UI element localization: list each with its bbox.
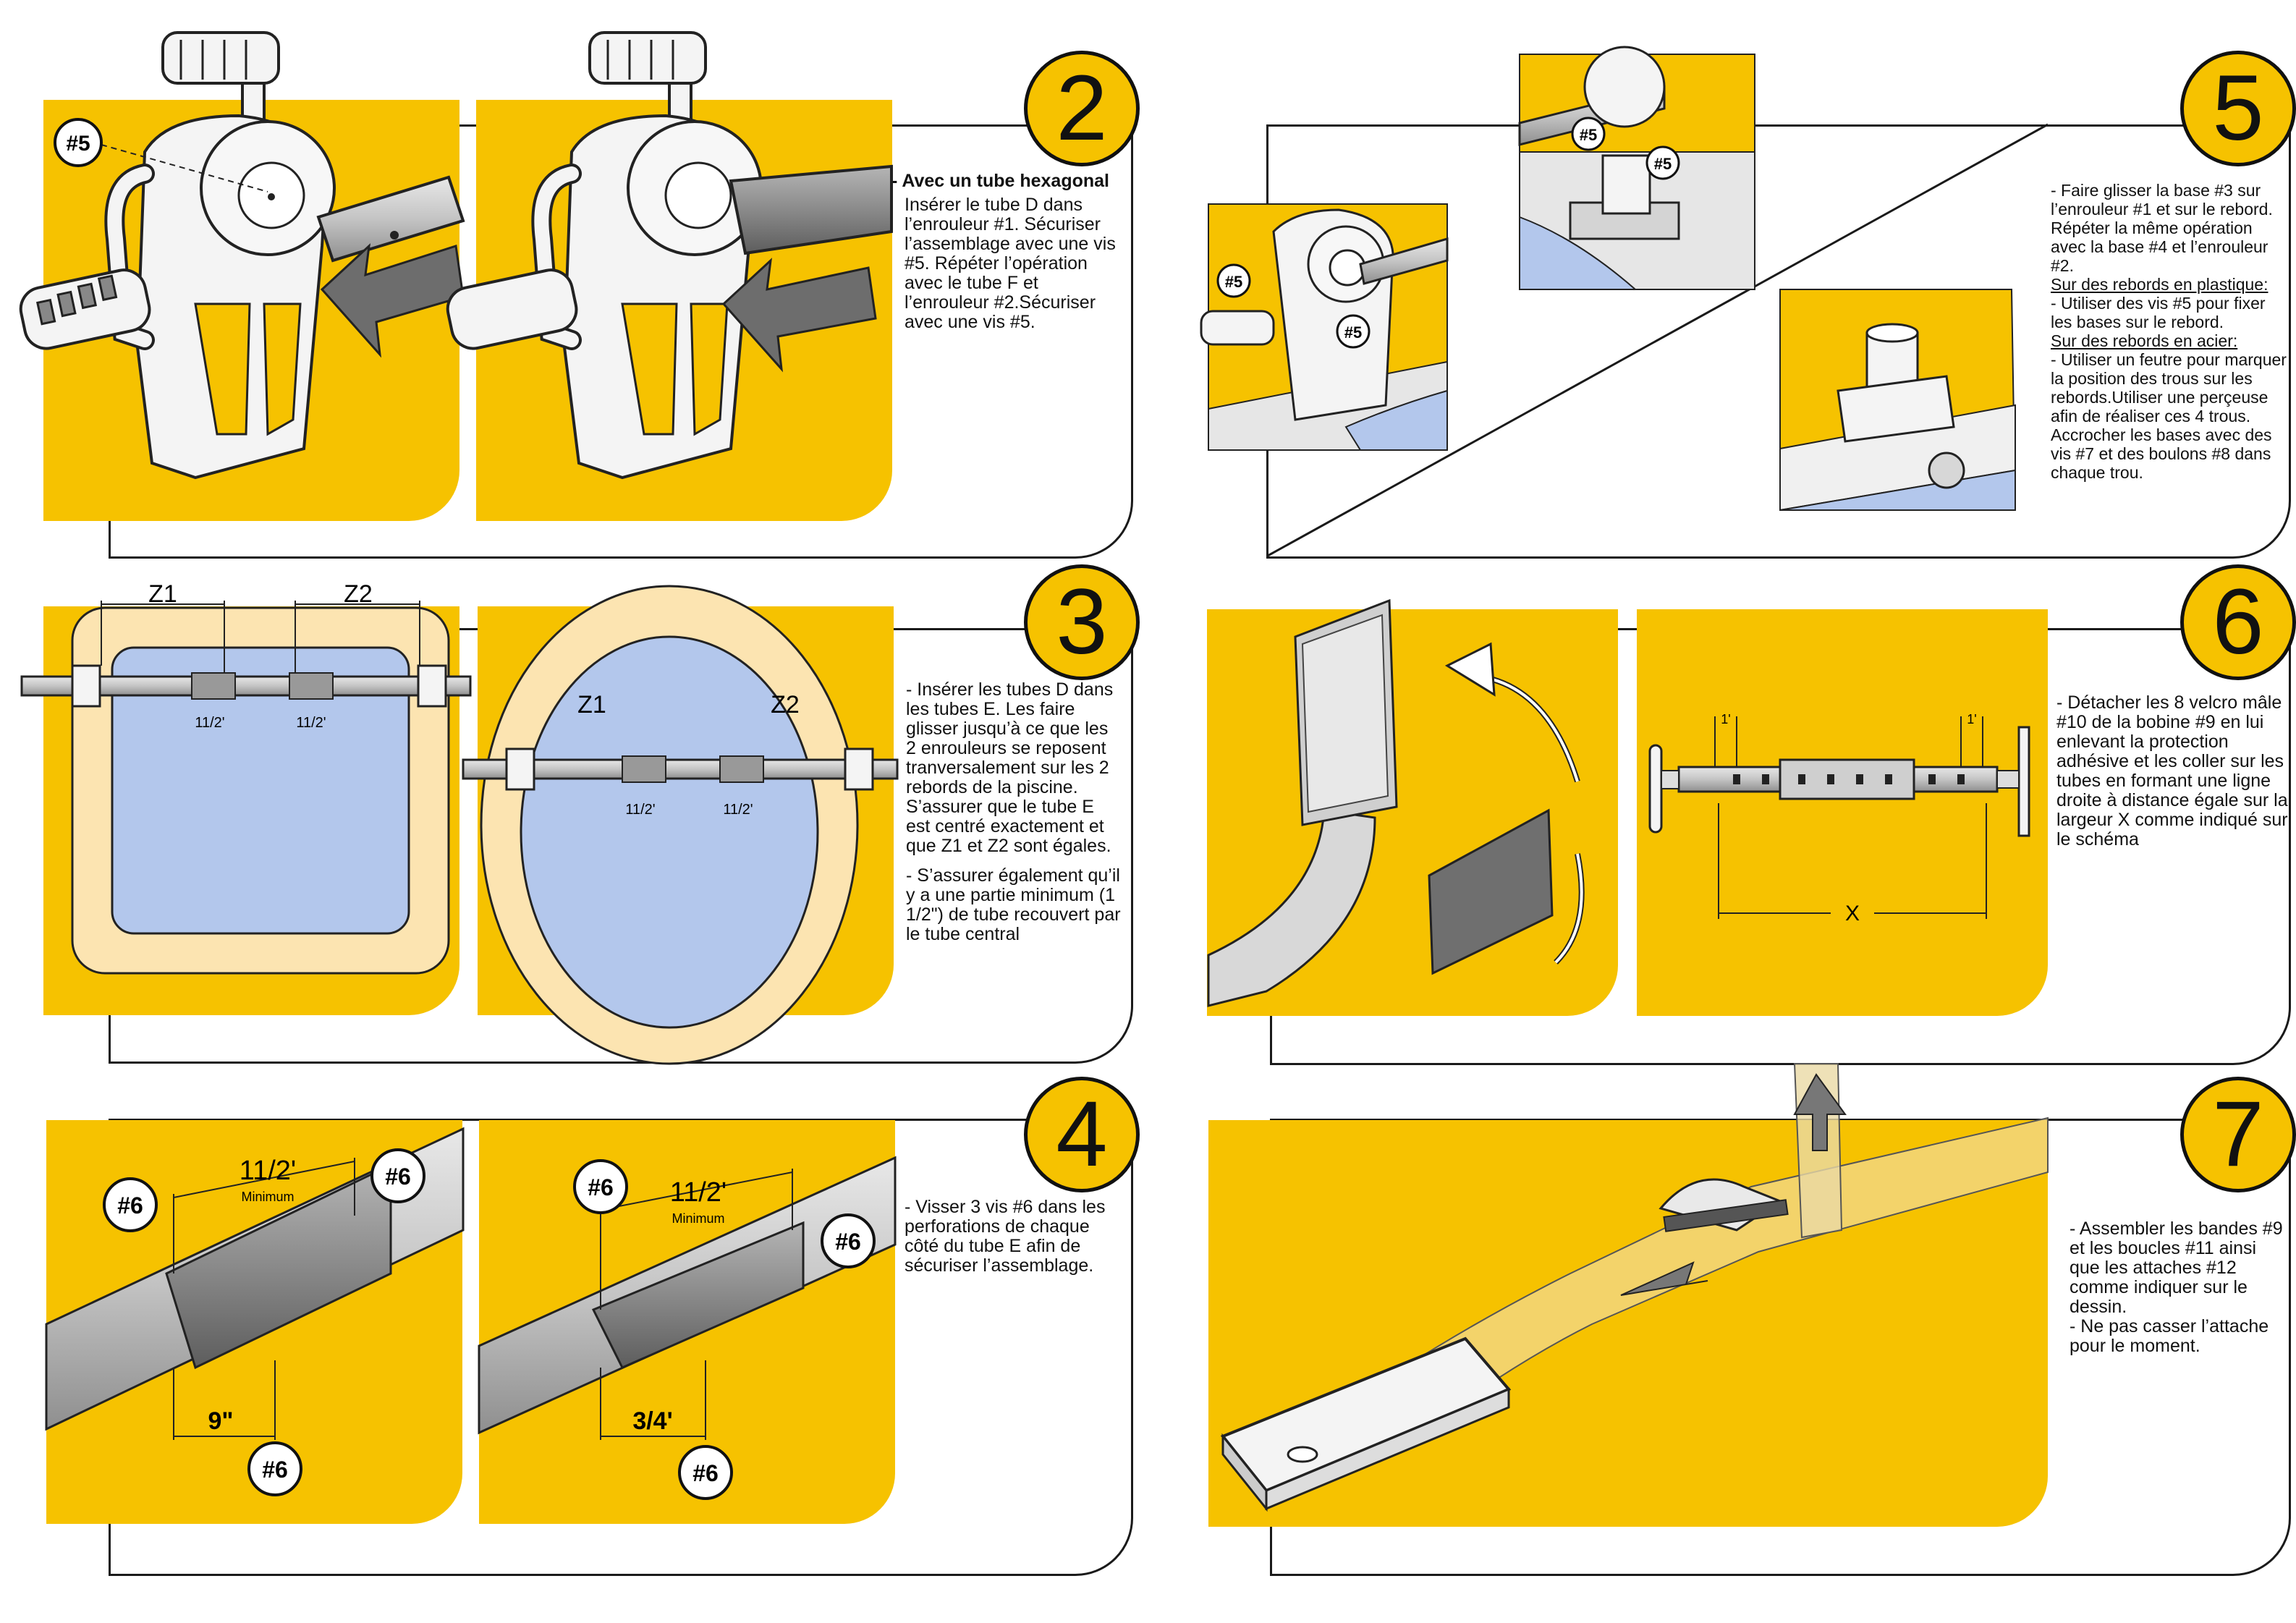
step-5-number: 5 (2180, 51, 2296, 166)
step-3-paragraph-1: - Insérer les tubes D dans les tubes E. … (906, 679, 1114, 856)
step-4-left-label-length: 9" (208, 1407, 233, 1435)
step-5-left-inset: #5 #5 (1200, 203, 1449, 451)
step-6-instructions: - Détacher les 8 velcro mâle #10 de la b… (2056, 693, 2288, 860)
step-3-label-overlap-2: 11/2' (296, 715, 326, 731)
step-6-number: 6 (2180, 564, 2296, 680)
step-4-right-screw-3: #6 (692, 1460, 719, 1486)
step-4-left-label-overlap: 11/2' (240, 1156, 296, 1186)
step-2-paragraph: Insérer le tube D dans l’enrouleur #1. S… (905, 195, 1116, 332)
step-3-rectangular-pool: Z1 Z2 11/2' 11/2' (20, 580, 472, 975)
step-5-left-screw-1: #5 (1225, 273, 1242, 291)
step-5-instructions: - Faire glisser la base #3 sur l’enroule… (2051, 181, 2289, 482)
step-6-velcro-peel (1207, 598, 1585, 1007)
step-3-oval-label-overlap-2: 11/2' (723, 802, 753, 818)
step-3-oval-label-overlap-1: 11/2' (625, 802, 655, 818)
step-3-paragraph-2: - S’assurer également qu’il y a une part… (906, 865, 1121, 944)
step-5-left-screw-2: #5 (1344, 323, 1362, 342)
step-5-inset-screw-2: #5 (1654, 155, 1672, 173)
step-5-paragraph: - Faire glisser la base #3 sur l’enroule… (2051, 181, 2273, 275)
step-3-label-z1: Z1 (148, 580, 177, 608)
step-4-right-label-minimum: Minimum (672, 1211, 724, 1226)
step-6-paragraph: - Détacher les 8 velcro mâle #10 de la b… (2056, 692, 2288, 849)
step-5-heading-plastic: Sur des rebords en plastique: (2051, 275, 2269, 294)
step-7-strap-assembly (1220, 1063, 2049, 1512)
step-2-instructions: - Avec un tube hexagonal Insérer le tube… (891, 171, 1123, 342)
step-4-left-screw-3: #6 (262, 1457, 288, 1483)
step-3-oval-label-z1: Z1 (577, 691, 606, 719)
step-4-paragraph: - Visser 3 vis #6 dans les perforations … (905, 1197, 1106, 1276)
step-5-base-inset (1779, 289, 2017, 512)
step-5-top-inset: #5 #5 (1518, 46, 1755, 290)
step-4-right-screw-1: #6 (588, 1174, 614, 1200)
step-3-oval-pool: Z1 Z2 11/2' 11/2' (462, 585, 899, 1065)
step-2-number: 2 (1024, 51, 1140, 166)
step-3-label-z2: Z2 (344, 580, 373, 608)
step-7-paragraph-2: - Ne pas casser l’attache pour le moment… (2070, 1316, 2269, 1356)
step-6-label-spacing-left: 1' (1721, 712, 1730, 726)
step-2-title: - Avec un tube hexagonal (891, 171, 1109, 191)
step-3-number: 3 (1024, 564, 1140, 680)
step-6-tube-assembly: 1' 1' X (1648, 712, 2030, 925)
step-4-right-screw-2: #6 (835, 1229, 861, 1255)
step-3-instructions: - Insérer les tubes D dans les tubes E. … (906, 680, 1123, 954)
step-4-number: 4 (1024, 1077, 1140, 1192)
step-6-label-width: X (1845, 902, 1860, 925)
step-4-left-screw-2: #6 (385, 1164, 411, 1190)
step-2-reel-left: #5 (19, 31, 465, 480)
step-4-right-label-overlap: 11/2' (670, 1177, 726, 1208)
step-2-reel-right (446, 31, 893, 480)
step-4-right-label-length: 3/4' (632, 1407, 672, 1435)
step-5-heading-steel: Sur des rebords en acier: (2051, 331, 2238, 350)
step-5-paragraph-steel: - Utiliser un feutre pour marquer la pos… (2051, 350, 2287, 482)
step-2-label-screw: #5 (66, 132, 90, 156)
step-7-paragraph-1: - Assembler les bandes #9 et les boucles… (2070, 1219, 2283, 1317)
step-5-inset-screw-1: #5 (1580, 126, 1597, 144)
step-7-instructions: - Assembler les bandes #9 et les boucles… (2070, 1219, 2287, 1366)
step-4-joint-left: 11/2' Minimum 9" #6 #6 #6 (45, 1127, 465, 1496)
step-4-left-label-minimum: Minimum (241, 1190, 294, 1204)
step-6-label-spacing-right: 1' (1967, 712, 1976, 726)
step-3-oval-label-z2: Z2 (771, 691, 800, 719)
step-3-label-overlap-1: 11/2' (195, 715, 224, 731)
step-6-illustration-right (1637, 609, 2048, 1016)
step-5-diagonal-divider (1267, 123, 2049, 557)
step-4-left-screw-1: #6 (117, 1192, 143, 1219)
step-7-number: 7 (2180, 1077, 2296, 1192)
step-4-instructions: - Visser 3 vis #6 dans les perforations … (905, 1198, 1122, 1286)
step-4-joint-right: 11/2' Minimum 3/4' #6 #6 #6 (478, 1156, 897, 1500)
step-5-paragraph-plastic: - Utiliser des vis #5 pour fixer les bas… (2051, 294, 2266, 331)
